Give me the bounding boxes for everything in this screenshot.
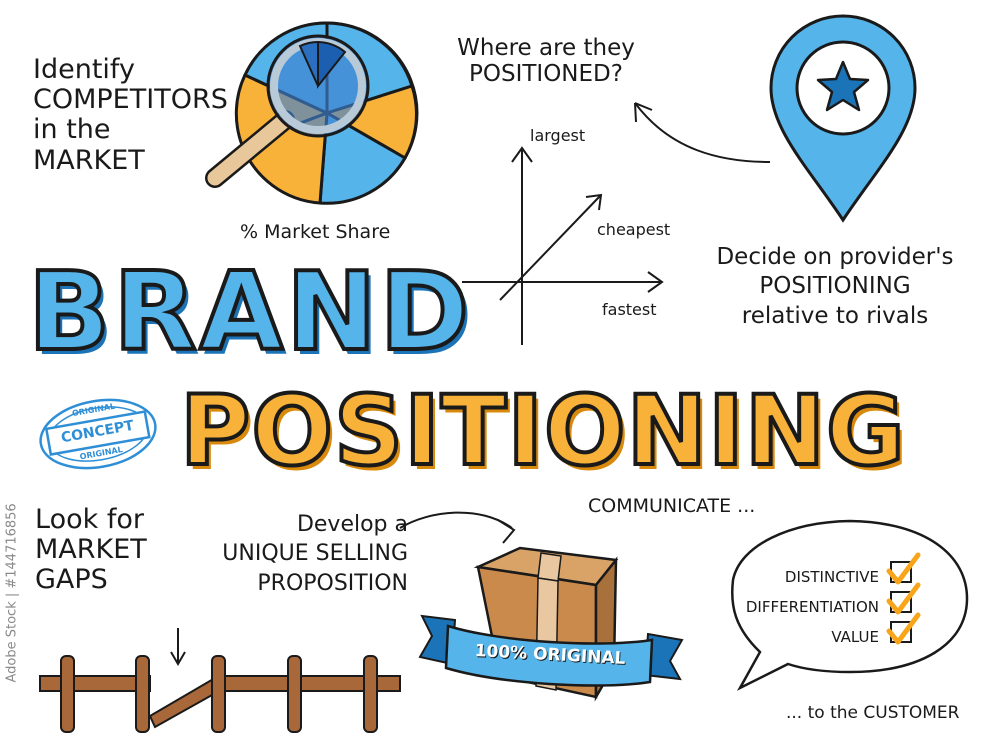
curved-arrow-icon <box>634 102 771 163</box>
gaps-line-3: GAPS <box>35 564 108 596</box>
competitors-line-3: in the <box>33 114 111 146</box>
market-share-caption: % Market Share <box>240 221 391 243</box>
competitors-line-1: Identify <box>33 54 135 85</box>
location-pin-icon <box>769 14 917 223</box>
competitors-line-2: COMPETITORS <box>33 84 228 116</box>
axis-label-fastest: fastest <box>602 300 657 319</box>
axis-label-largest: largest <box>530 126 586 145</box>
communicate-item-value: VALUE <box>831 628 879 646</box>
competitors-text: Identify COMPETITORS in the MARKET <box>33 54 228 176</box>
question-line-1: Where are they <box>457 35 635 61</box>
decide-line-3: relative to rivals <box>741 302 929 329</box>
gaps-text: Look for MARKET GAPS <box>35 504 147 596</box>
axis-label-cheapest: cheapest <box>597 220 671 239</box>
gaps-line-1: Look for <box>35 504 144 535</box>
communicate-item-differentiation: DIFFERENTIATION <box>745 598 879 616</box>
checkbox-value <box>886 612 921 645</box>
usp-text: Develop a UNIQUE SELLING PROPOSITION <box>178 510 408 598</box>
decide-line-2: POSITIONING <box>759 273 911 300</box>
competitors-line-4: MARKET <box>33 144 145 176</box>
gaps-line-2: MARKET <box>35 534 147 566</box>
stock-watermark: Adobe Stock | #144716856 <box>4 503 20 683</box>
magnifier-icon <box>205 34 370 188</box>
decide-text: Decide on provider's POSITIONING relativ… <box>700 243 970 331</box>
question-line-2: POSITIONED? <box>469 60 623 87</box>
fence-with-gap <box>39 628 401 733</box>
communicate-heading: COMMUNICATE ... <box>588 495 756 517</box>
arrow-to-box-icon <box>399 511 516 544</box>
decide-line-1: Decide on provider's <box>716 244 954 270</box>
checkbox-differentiation <box>886 582 921 615</box>
positioning-axes <box>462 146 664 345</box>
question-text: Where are they POSITIONED? <box>446 35 646 88</box>
original-concept-stamp <box>39 398 157 470</box>
headline-brand: BRAND <box>26 248 473 377</box>
usp-line-2: UNIQUE SELLING <box>222 541 408 567</box>
headline-positioning: POSITIONING <box>178 373 907 489</box>
usp-line-3: PROPOSITION <box>257 570 408 596</box>
communicate-item-distinctive: DISTINCTIVE <box>784 568 879 586</box>
ribbon-banner <box>418 614 684 687</box>
communicate-footer: ... to the CUSTOMER <box>786 703 960 723</box>
checkbox-distinctive <box>886 552 921 585</box>
usp-line-1: Develop a <box>296 512 408 537</box>
communicate-list: DISTINCTIVE DIFFERENTIATION VALUE <box>744 562 879 652</box>
